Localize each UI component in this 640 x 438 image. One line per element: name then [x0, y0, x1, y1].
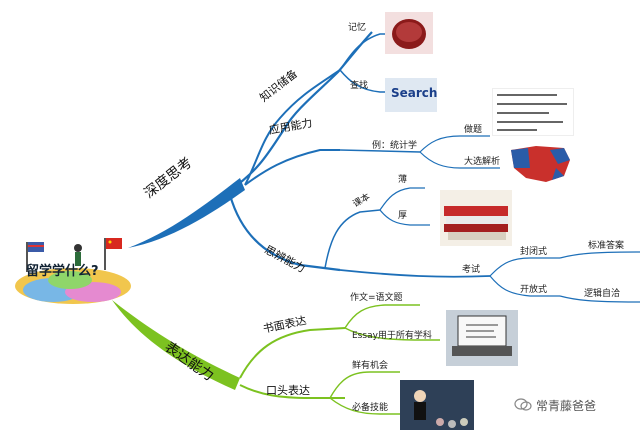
exercise-label: 做题: [464, 125, 483, 135]
essay-topic-label: 作文=语文题: [350, 293, 403, 303]
line-knowledge: [244, 69, 341, 186]
required-label: 必备技能: [352, 403, 389, 413]
essay-all-label: Essay用于所有学科: [352, 331, 432, 341]
books-image: [440, 190, 512, 246]
bigdata-label: 大选解析: [464, 157, 501, 167]
line-bigdata: [419, 151, 500, 169]
line-essay-all: [344, 327, 440, 341]
laptop-image: [446, 310, 518, 366]
line-selfconsistent: [559, 295, 640, 303]
example-label: 例：统计学: [372, 141, 418, 151]
search-image-text: Search: [391, 86, 437, 100]
wechat-icon: [514, 398, 532, 412]
oral-label: 口头表达: [266, 384, 310, 397]
line-critical: [228, 194, 341, 272]
watermark-label: 常青藤爸爸: [536, 399, 597, 413]
line-standard: [559, 251, 640, 259]
brain-image: [385, 12, 433, 54]
thin-label: 薄: [398, 175, 408, 185]
line-example: [339, 149, 421, 153]
formula-image: [492, 88, 574, 136]
exam-label: 考试: [462, 265, 481, 275]
branch-expression: [112, 300, 240, 390]
line-fresh: [329, 371, 400, 399]
closed-label: 封闭式: [520, 247, 548, 257]
line-essay-topic: [344, 304, 420, 329]
globe-kids-image: [8, 228, 138, 308]
line-open: [489, 275, 560, 297]
memory-label: 记忆: [348, 23, 367, 33]
line-search: [339, 69, 420, 93]
search-image: Search: [385, 78, 437, 112]
branch-deep-thinking-stroke: [229, 31, 373, 191]
search-label: 查找: [350, 81, 369, 91]
line-thick: [379, 209, 430, 226]
self-consistent-label: 逻辑自洽: [584, 289, 621, 299]
fresh-chance-label: 鲜有机会: [352, 361, 389, 371]
line-thin: [379, 187, 425, 211]
open-label: 开放式: [520, 285, 548, 295]
line-required: [329, 397, 400, 415]
line-memory: [339, 33, 430, 71]
line-textbook: [324, 209, 381, 269]
line-exam: [339, 269, 491, 278]
line-written: [239, 327, 346, 379]
line-oral: [239, 384, 345, 399]
line-application: [244, 149, 340, 186]
election-map-image: [506, 138, 576, 190]
standard-answer-label: 标准答案: [588, 241, 625, 251]
thick-label: 厚: [398, 211, 408, 221]
branch-deep-thinking: [128, 178, 245, 248]
root-label: 留学学什么?: [26, 264, 99, 279]
lecture-image: [400, 380, 474, 430]
line-closed: [489, 257, 560, 277]
line-exercise: [419, 135, 490, 153]
